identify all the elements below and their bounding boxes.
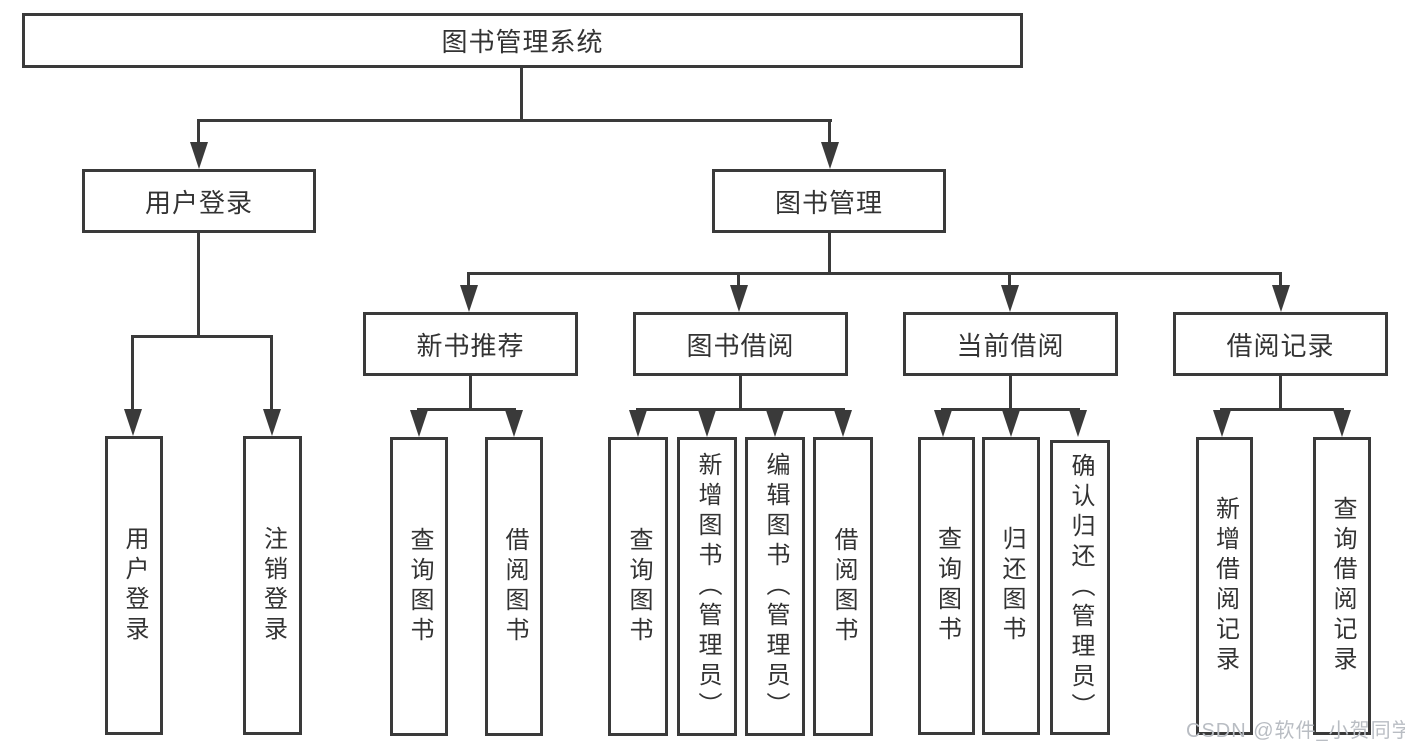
arrowhead-icon — [1002, 410, 1020, 437]
connector-line — [1009, 376, 1012, 410]
node-bb-query-book-label: 查询图书 — [625, 526, 652, 647]
connector-line — [1279, 272, 1282, 287]
node-br-query-record-label: 查询借阅记录 — [1329, 496, 1356, 676]
connector-line — [1220, 408, 1344, 411]
connector-line — [520, 68, 523, 121]
connector-line — [636, 408, 845, 411]
connector-line — [1008, 272, 1011, 287]
arrowhead-icon — [410, 410, 428, 437]
node-book-management: 图书管理 — [712, 169, 946, 233]
node-login-user: 用户登录 — [105, 436, 163, 735]
node-br-add-record-label: 新增借阅记录 — [1211, 496, 1239, 676]
arrowhead-icon — [1333, 410, 1351, 437]
connector-line — [467, 272, 470, 287]
connector-line — [1279, 376, 1282, 410]
arrowhead-icon — [730, 285, 748, 312]
connector-line — [270, 335, 273, 410]
node-nbr-query-book: 查询图书 — [390, 437, 448, 736]
arrowhead-icon — [1069, 410, 1087, 437]
node-cb-confirm-return-admin-label: 确认归还（管理员） — [1067, 452, 1094, 723]
node-cb-query-book: 查询图书 — [918, 437, 975, 735]
connector-line — [828, 119, 831, 144]
connector-line — [739, 376, 742, 410]
node-book-borrow-label: 图书借阅 — [686, 330, 795, 361]
connector-line — [197, 119, 200, 144]
node-book-management-label: 图书管理 — [774, 187, 883, 218]
node-bb-edit-book-admin: 编辑图书（管理员） — [745, 437, 805, 736]
csdn-watermark: CSDN @软件_小贺同学 — [1186, 720, 1405, 742]
node-cb-return-book-label: 归还图书 — [998, 526, 1025, 646]
connector-line — [828, 233, 831, 275]
node-logout-label: 注销登录 — [259, 525, 287, 646]
connector-line — [131, 335, 273, 338]
node-cb-confirm-return-admin: 确认归还（管理员） — [1050, 440, 1110, 735]
arrowhead-icon — [124, 409, 142, 436]
connector-line — [941, 408, 1080, 411]
arrowhead-icon — [821, 142, 839, 169]
node-bb-query-book: 查询图书 — [608, 437, 668, 736]
node-borrow-record: 借阅记录 — [1173, 312, 1388, 376]
arrowhead-icon — [460, 285, 478, 312]
connector-line — [737, 272, 740, 287]
arrowhead-icon — [1272, 285, 1290, 312]
node-bb-borrow-book-label: 借阅图书 — [830, 526, 857, 647]
arrowhead-icon — [190, 142, 208, 169]
arrowhead-icon — [505, 410, 523, 437]
node-nbr-borrow-book: 借阅图书 — [485, 437, 543, 736]
connector-line — [469, 376, 472, 410]
node-borrow-record-label: 借阅记录 — [1226, 330, 1335, 361]
node-bb-edit-book-admin-label: 编辑图书（管理员） — [762, 451, 789, 722]
node-root-label: 图书管理系统 — [441, 27, 604, 57]
arrowhead-icon — [834, 410, 852, 437]
node-br-add-record: 新增借阅记录 — [1196, 437, 1253, 735]
node-cb-return-book: 归还图书 — [982, 437, 1040, 735]
node-root: 图书管理系统 — [22, 13, 1023, 68]
node-bb-add-book-admin-label: 新增图书（管理员） — [694, 451, 721, 722]
node-bb-borrow-book: 借阅图书 — [813, 437, 873, 736]
connector-line — [131, 335, 134, 410]
arrowhead-icon — [1213, 410, 1231, 437]
node-nbr-borrow-book-label: 借阅图书 — [501, 526, 528, 647]
node-book-borrow: 图书借阅 — [633, 312, 848, 376]
arrowhead-icon — [934, 410, 952, 437]
arrowhead-icon — [1001, 285, 1019, 312]
arrowhead-icon — [629, 410, 647, 437]
node-user-login-label: 用户登录 — [144, 187, 253, 218]
node-new-book-recommend-label: 新书推荐 — [416, 330, 525, 361]
connector-line — [197, 119, 832, 122]
connector-line — [417, 408, 516, 411]
node-cb-query-book-label: 查询图书 — [933, 526, 961, 646]
connector-line — [467, 272, 1282, 275]
node-logout: 注销登录 — [243, 436, 302, 735]
node-br-query-record: 查询借阅记录 — [1313, 437, 1371, 735]
node-new-book-recommend: 新书推荐 — [363, 312, 578, 376]
node-login-user-label: 用户登录 — [121, 525, 148, 646]
node-current-borrow-label: 当前借阅 — [956, 330, 1065, 361]
node-nbr-query-book-label: 查询图书 — [406, 526, 433, 647]
connector-line — [197, 233, 200, 338]
arrowhead-icon — [766, 410, 784, 437]
arrowhead-icon — [263, 409, 281, 436]
node-user-login: 用户登录 — [82, 169, 316, 233]
node-bb-add-book-admin: 新增图书（管理员） — [677, 437, 737, 736]
node-current-borrow: 当前借阅 — [903, 312, 1118, 376]
arrowhead-icon — [698, 410, 716, 437]
